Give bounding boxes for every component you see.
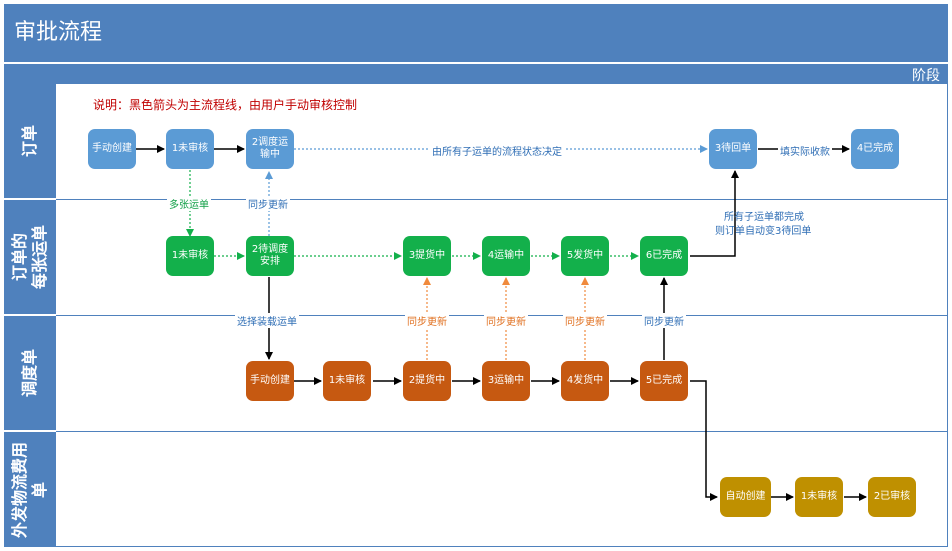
node-dispatch-delivering: 4发货中 bbox=[561, 361, 609, 401]
node-waybill-transport: 4运输中 bbox=[482, 236, 530, 276]
flow-note: 说明：黑色箭头为主流程线，由用户手动审核控制 bbox=[93, 98, 358, 112]
node-dispatch-transport: 3运输中 bbox=[482, 361, 530, 401]
node-waybill-done: 6已完成 bbox=[640, 236, 688, 276]
node-dispatch-pickup: 2提货中 bbox=[403, 361, 451, 401]
node-expense-unreviewed: 1未审核 bbox=[795, 477, 843, 517]
label-all-done-line2: 则订单自动变3待回单 bbox=[715, 226, 812, 237]
label-all-done-line1: 所有子运单都完成 bbox=[724, 212, 804, 223]
node-waybill-pickup: 3提货中 bbox=[403, 236, 451, 276]
label-sync-delivering: 同步更新 bbox=[563, 313, 607, 328]
label-fill-receipt: 填实际收款 bbox=[778, 143, 832, 158]
arrow-wb-done-to-order-awaiting bbox=[690, 170, 739, 257]
lane-label-waybill: 订单的 每张运单 bbox=[4, 200, 56, 316]
label-order-state-rule: 由所有子运单的流程状态决定 bbox=[430, 143, 564, 158]
node-order-manual-create: 手动创建 bbox=[88, 129, 136, 169]
phase-label: 阶段 bbox=[912, 68, 940, 84]
node-waybill-unreviewed: 1未审核 bbox=[166, 236, 214, 276]
node-dispatch-manual-create: 手动创建 bbox=[246, 361, 294, 401]
node-order-dispatching: 2调度运输中 bbox=[246, 129, 294, 169]
lane-label-order: 订单 bbox=[4, 84, 56, 200]
label-multi-waybill: 多张运单 bbox=[167, 196, 211, 211]
node-expense-auto-create: 自动创建 bbox=[720, 477, 771, 517]
label-sync-pickup: 同步更新 bbox=[405, 313, 449, 328]
lane-label-dispatch: 调度单 bbox=[4, 316, 56, 432]
node-dispatch-done: 5已完成 bbox=[640, 361, 688, 401]
node-waybill-pending: 2待调度安排 bbox=[246, 236, 294, 276]
lane-label-expense: 外发物流费用 单 bbox=[4, 432, 56, 547]
node-waybill-delivering: 5发货中 bbox=[561, 236, 609, 276]
label-sync-update-order: 同步更新 bbox=[246, 196, 290, 211]
arrow-ds-done-to-expense bbox=[690, 380, 718, 501]
node-order-done: 4已完成 bbox=[851, 129, 899, 169]
label-sync-transport: 同步更新 bbox=[484, 313, 528, 328]
label-select-loading: 选择装载运单 bbox=[235, 313, 299, 328]
node-dispatch-unreviewed: 1未审核 bbox=[323, 361, 371, 401]
node-expense-reviewed: 2已审核 bbox=[868, 477, 916, 517]
node-order-awaiting-return: 3待回单 bbox=[709, 129, 757, 169]
node-order-unreviewed: 1未审核 bbox=[166, 129, 214, 169]
page-title: 审批流程 bbox=[4, 4, 948, 62]
phase-header: 阶段 bbox=[4, 62, 948, 84]
label-sync-done: 同步更新 bbox=[642, 313, 686, 328]
